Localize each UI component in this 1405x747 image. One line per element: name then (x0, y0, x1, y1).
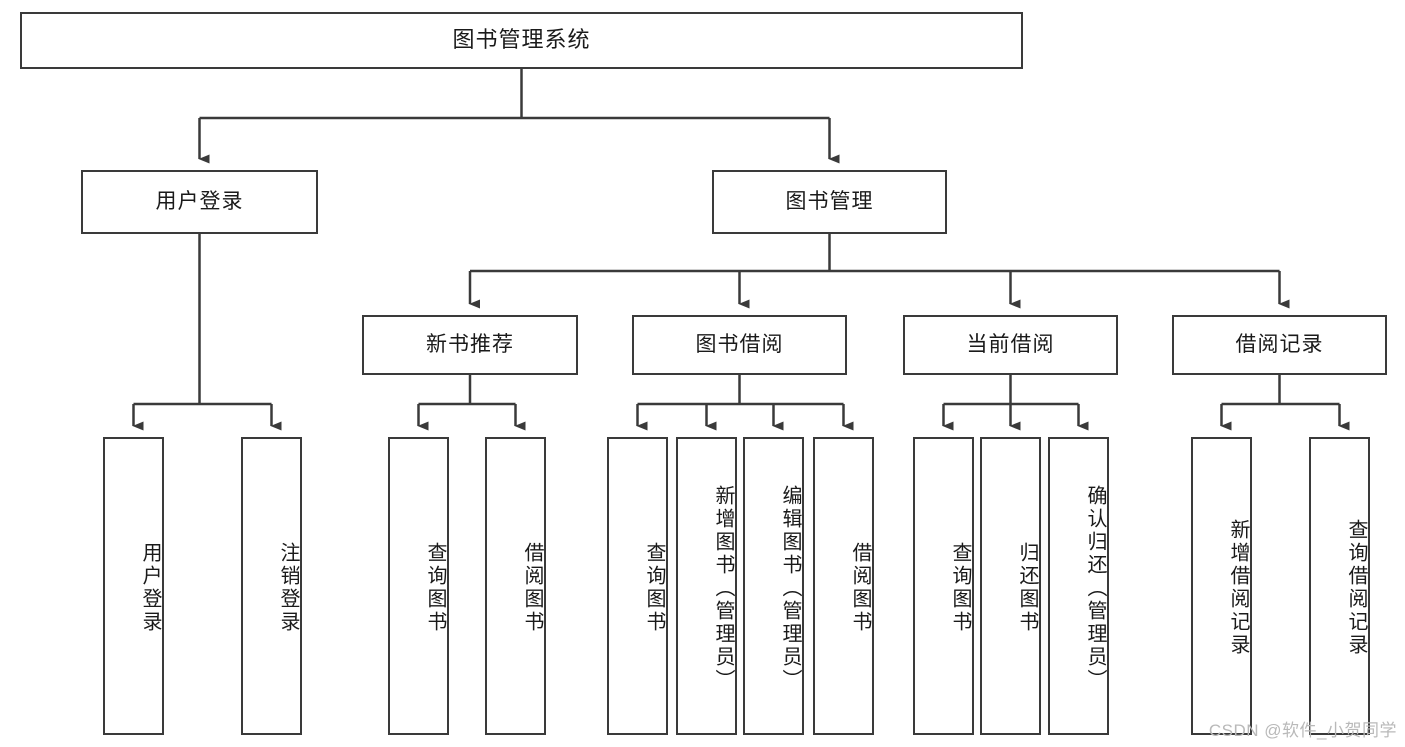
node-label: 归还图书 (1016, 542, 1038, 634)
node-label: 新增图书（管理员） (712, 484, 734, 692)
node-label: 当前借阅 (966, 333, 1055, 357)
node-label: 查询图书 (643, 542, 665, 634)
node-label: 查询借阅记录 (1345, 519, 1367, 657)
node-label: 编辑图书（管理员） (779, 484, 801, 692)
node-leaf-10[interactable]: 归还图书 (980, 437, 1041, 735)
node-book-borrow[interactable]: 图书借阅 (632, 315, 847, 375)
node-label: 图书管理 (785, 190, 874, 214)
node-new-rec[interactable]: 新书推荐 (362, 315, 578, 375)
node-label: 新书推荐 (426, 333, 514, 357)
node-label: 确认归还（管理员） (1084, 484, 1106, 692)
node-label: 借阅记录 (1235, 333, 1324, 357)
node-leaf-3[interactable]: 查询图书 (388, 437, 449, 735)
node-leaf-9[interactable]: 查询图书 (913, 437, 974, 735)
node-user-login[interactable]: 用户登录 (81, 170, 318, 234)
node-root[interactable]: 图书管理系统 (20, 12, 1023, 69)
node-leaf-1[interactable]: 用户登录 (103, 437, 164, 735)
node-label: 借阅图书 (849, 542, 871, 634)
node-label: 用户登录 (139, 542, 161, 634)
node-leaf-4[interactable]: 借阅图书 (485, 437, 546, 735)
node-leaf-6[interactable]: 新增图书（管理员） (676, 437, 737, 735)
node-label: 用户登录 (155, 190, 244, 214)
csdn-watermark: CSDN @软件_小贺同学 (1208, 721, 1397, 740)
node-label: 查询图书 (424, 542, 446, 634)
node-book-manage[interactable]: 图书管理 (712, 170, 947, 234)
node-borrow-log[interactable]: 借阅记录 (1172, 315, 1387, 375)
node-leaf-2[interactable]: 注销登录 (241, 437, 302, 735)
node-label: 注销登录 (277, 542, 299, 634)
node-cur-borrow[interactable]: 当前借阅 (903, 315, 1118, 375)
node-leaf-12[interactable]: 新增借阅记录 (1191, 437, 1252, 735)
node-label: 借阅图书 (521, 542, 543, 634)
node-leaf-13[interactable]: 查询借阅记录 (1309, 437, 1370, 735)
node-leaf-11[interactable]: 确认归还（管理员） (1048, 437, 1109, 735)
node-label: 图书管理系统 (452, 27, 591, 53)
node-label: 新增借阅记录 (1227, 519, 1249, 657)
node-label: 查询图书 (949, 542, 971, 634)
node-leaf-7[interactable]: 编辑图书（管理员） (743, 437, 804, 735)
node-leaf-5[interactable]: 查询图书 (607, 437, 668, 735)
node-leaf-8[interactable]: 借阅图书 (813, 437, 874, 735)
node-label: 图书借阅 (695, 333, 784, 357)
